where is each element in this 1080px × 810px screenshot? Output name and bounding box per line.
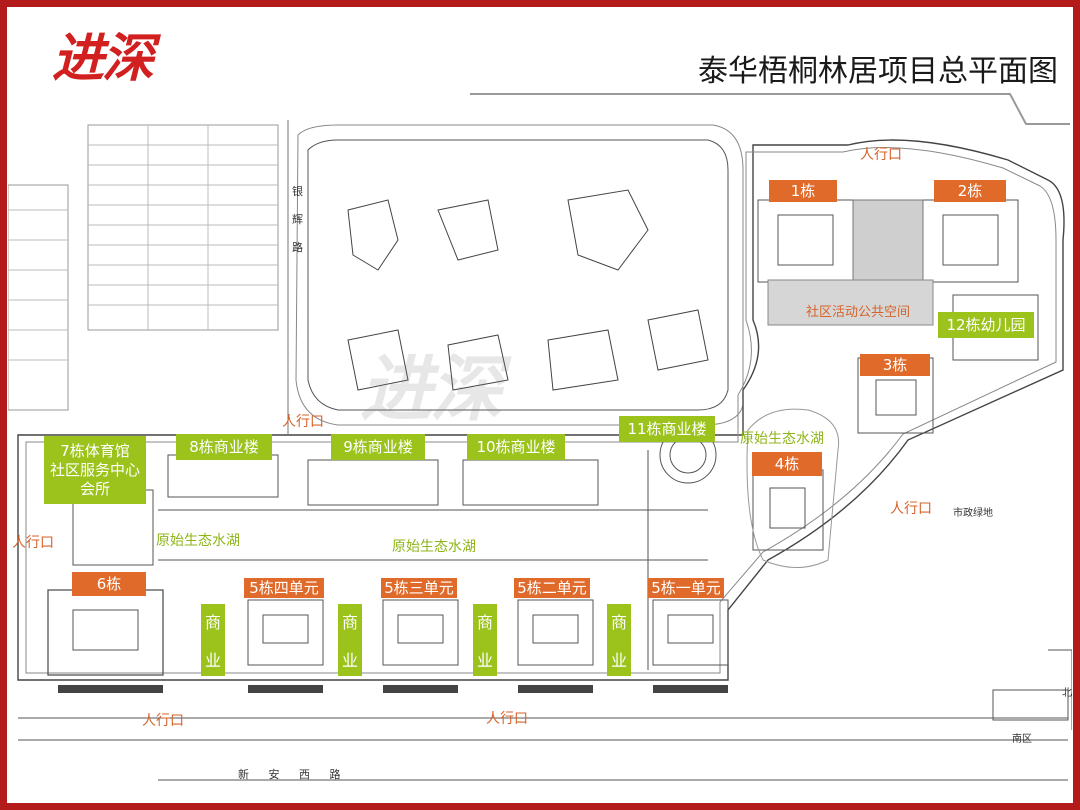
building-11-label: 11栋商业楼 [619, 416, 715, 442]
building-5-unit-1-label: 5栋一单元 [648, 578, 724, 598]
shop-strip-4: 商 业 [607, 604, 631, 676]
building-2-label: 2栋 [934, 180, 1006, 202]
entrance-south-left: 人行口 [142, 713, 184, 729]
building-12-label: 12栋幼儿园 [938, 312, 1034, 338]
shop-strip-3: 商 业 [473, 604, 497, 676]
building-9-label: 9栋商业楼 [331, 434, 425, 460]
south-road-label: 新 安 西 路 [238, 768, 349, 781]
building-7-label-line1: 7栋体育馆 [60, 441, 130, 460]
municipal-green-label: 市政绿地 [953, 508, 993, 519]
shop-strip-1: 商 业 [201, 604, 225, 676]
entrance-north: 人行口 [860, 147, 902, 163]
shop-strip-4-char2: 业 [610, 651, 627, 670]
building-10-label: 10栋商业楼 [467, 434, 565, 460]
shop-strip-1-char2: 业 [204, 651, 221, 670]
site-plan [8, 120, 1072, 781]
lake-east-label: 原始生态水湖 [740, 431, 824, 447]
shop-strip-3-char2: 业 [476, 651, 493, 670]
building-4-label: 4栋 [752, 452, 822, 476]
entrance-east: 人行口 [890, 501, 932, 517]
shop-strip-2: 商 业 [338, 604, 362, 676]
shop-strip-3-char1: 商 [476, 613, 493, 632]
lake-center-label: 原始生态水湖 [392, 539, 476, 555]
building-5-unit-4-label: 5栋四单元 [244, 578, 324, 598]
north-zone-label: 北 [1062, 688, 1072, 699]
lake-west-label: 原始生态水湖 [156, 533, 240, 549]
page-title: 泰华梧桐林居项目总平面图 [698, 54, 1058, 89]
south-zone-label: 南区 [1012, 734, 1032, 745]
shop-strip-2-char2: 业 [341, 651, 358, 670]
building-8-label: 8栋商业楼 [176, 434, 272, 460]
entrance-middle: 人行口 [282, 414, 324, 430]
shop-strip-1-char1: 商 [204, 613, 221, 632]
public-space-label: 社区活动公共空间 [806, 305, 911, 320]
building-5-unit-2-label: 5栋二单元 [514, 578, 590, 598]
west-road-label: 银 辉 路 [292, 185, 303, 254]
brand-logo: 进深 [52, 29, 154, 89]
building-3-label: 3栋 [860, 354, 930, 376]
entrance-south-right: 人行口 [486, 711, 528, 727]
building-7-label: 7栋体育馆 社区服务中心 会所 [44, 436, 146, 504]
shop-strip-2-char1: 商 [341, 613, 358, 632]
header-divider [470, 93, 1070, 125]
entrance-west: 人行口 [12, 535, 54, 551]
building-7-label-line3: 会所 [79, 479, 110, 498]
shop-strip-4-char1: 商 [610, 613, 627, 632]
watermark: 进深 [360, 347, 502, 431]
building-1-label: 1栋 [769, 180, 837, 202]
building-5-unit-3-label: 5栋三单元 [381, 578, 457, 598]
building-7-label-line2: 社区服务中心 [49, 460, 140, 479]
building-6-label: 6栋 [72, 572, 146, 596]
